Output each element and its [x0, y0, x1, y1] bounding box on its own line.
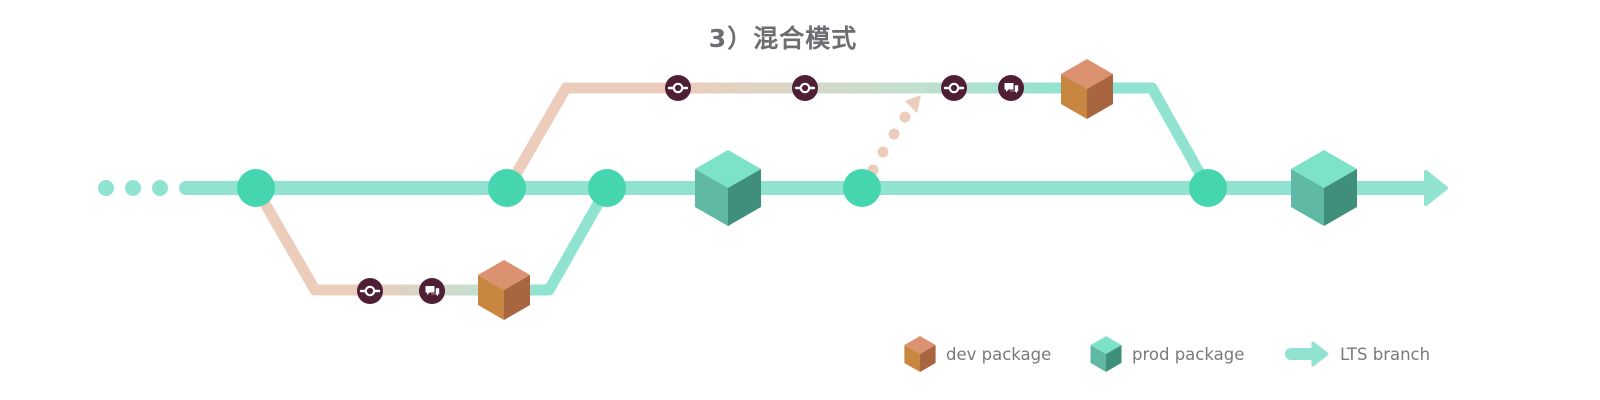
lower-dev-branch-line — [250, 182, 613, 296]
lts-nodes — [237, 169, 1227, 207]
commit-icon[interactable] — [939, 73, 969, 103]
dev-package-cube-icon[interactable] — [1061, 59, 1113, 119]
prod-package-cube-icon[interactable] — [695, 150, 761, 226]
dev-package-cube-icon[interactable] — [478, 260, 530, 320]
commit-icon[interactable] — [355, 276, 385, 306]
comment-icon[interactable] — [998, 75, 1024, 101]
legend-dev-package-icon — [904, 336, 936, 372]
prod-package-cube-icon[interactable] — [1291, 150, 1357, 226]
commit-icon[interactable] — [790, 73, 820, 103]
comment-icon[interactable] — [419, 278, 445, 304]
legend: dev package prod package LTS branch — [904, 336, 1430, 372]
lts-arrow-head — [1424, 170, 1448, 206]
legend-prod-package-label: prod package — [1132, 345, 1244, 364]
branch-node[interactable] — [1189, 169, 1227, 207]
legend-dev-package-label: dev package — [946, 345, 1051, 364]
branch-node[interactable] — [488, 169, 526, 207]
lts-leading-dots — [98, 180, 168, 196]
branch-node[interactable] — [843, 169, 881, 207]
diagram-title: 3）混合模式 — [709, 24, 857, 53]
legend-lts-branch-label: LTS branch — [1340, 345, 1430, 364]
branch-node[interactable] — [588, 169, 626, 207]
cherry-pick-dotted-arrow — [867, 95, 921, 176]
commit-icon[interactable] — [663, 73, 693, 103]
legend-prod-package-icon — [1090, 336, 1122, 372]
legend-lts-arrow-icon — [1285, 341, 1329, 367]
dotted-arrow-head — [905, 95, 921, 113]
upper-dev-branch-line — [502, 82, 1214, 194]
branch-node[interactable] — [237, 169, 275, 207]
